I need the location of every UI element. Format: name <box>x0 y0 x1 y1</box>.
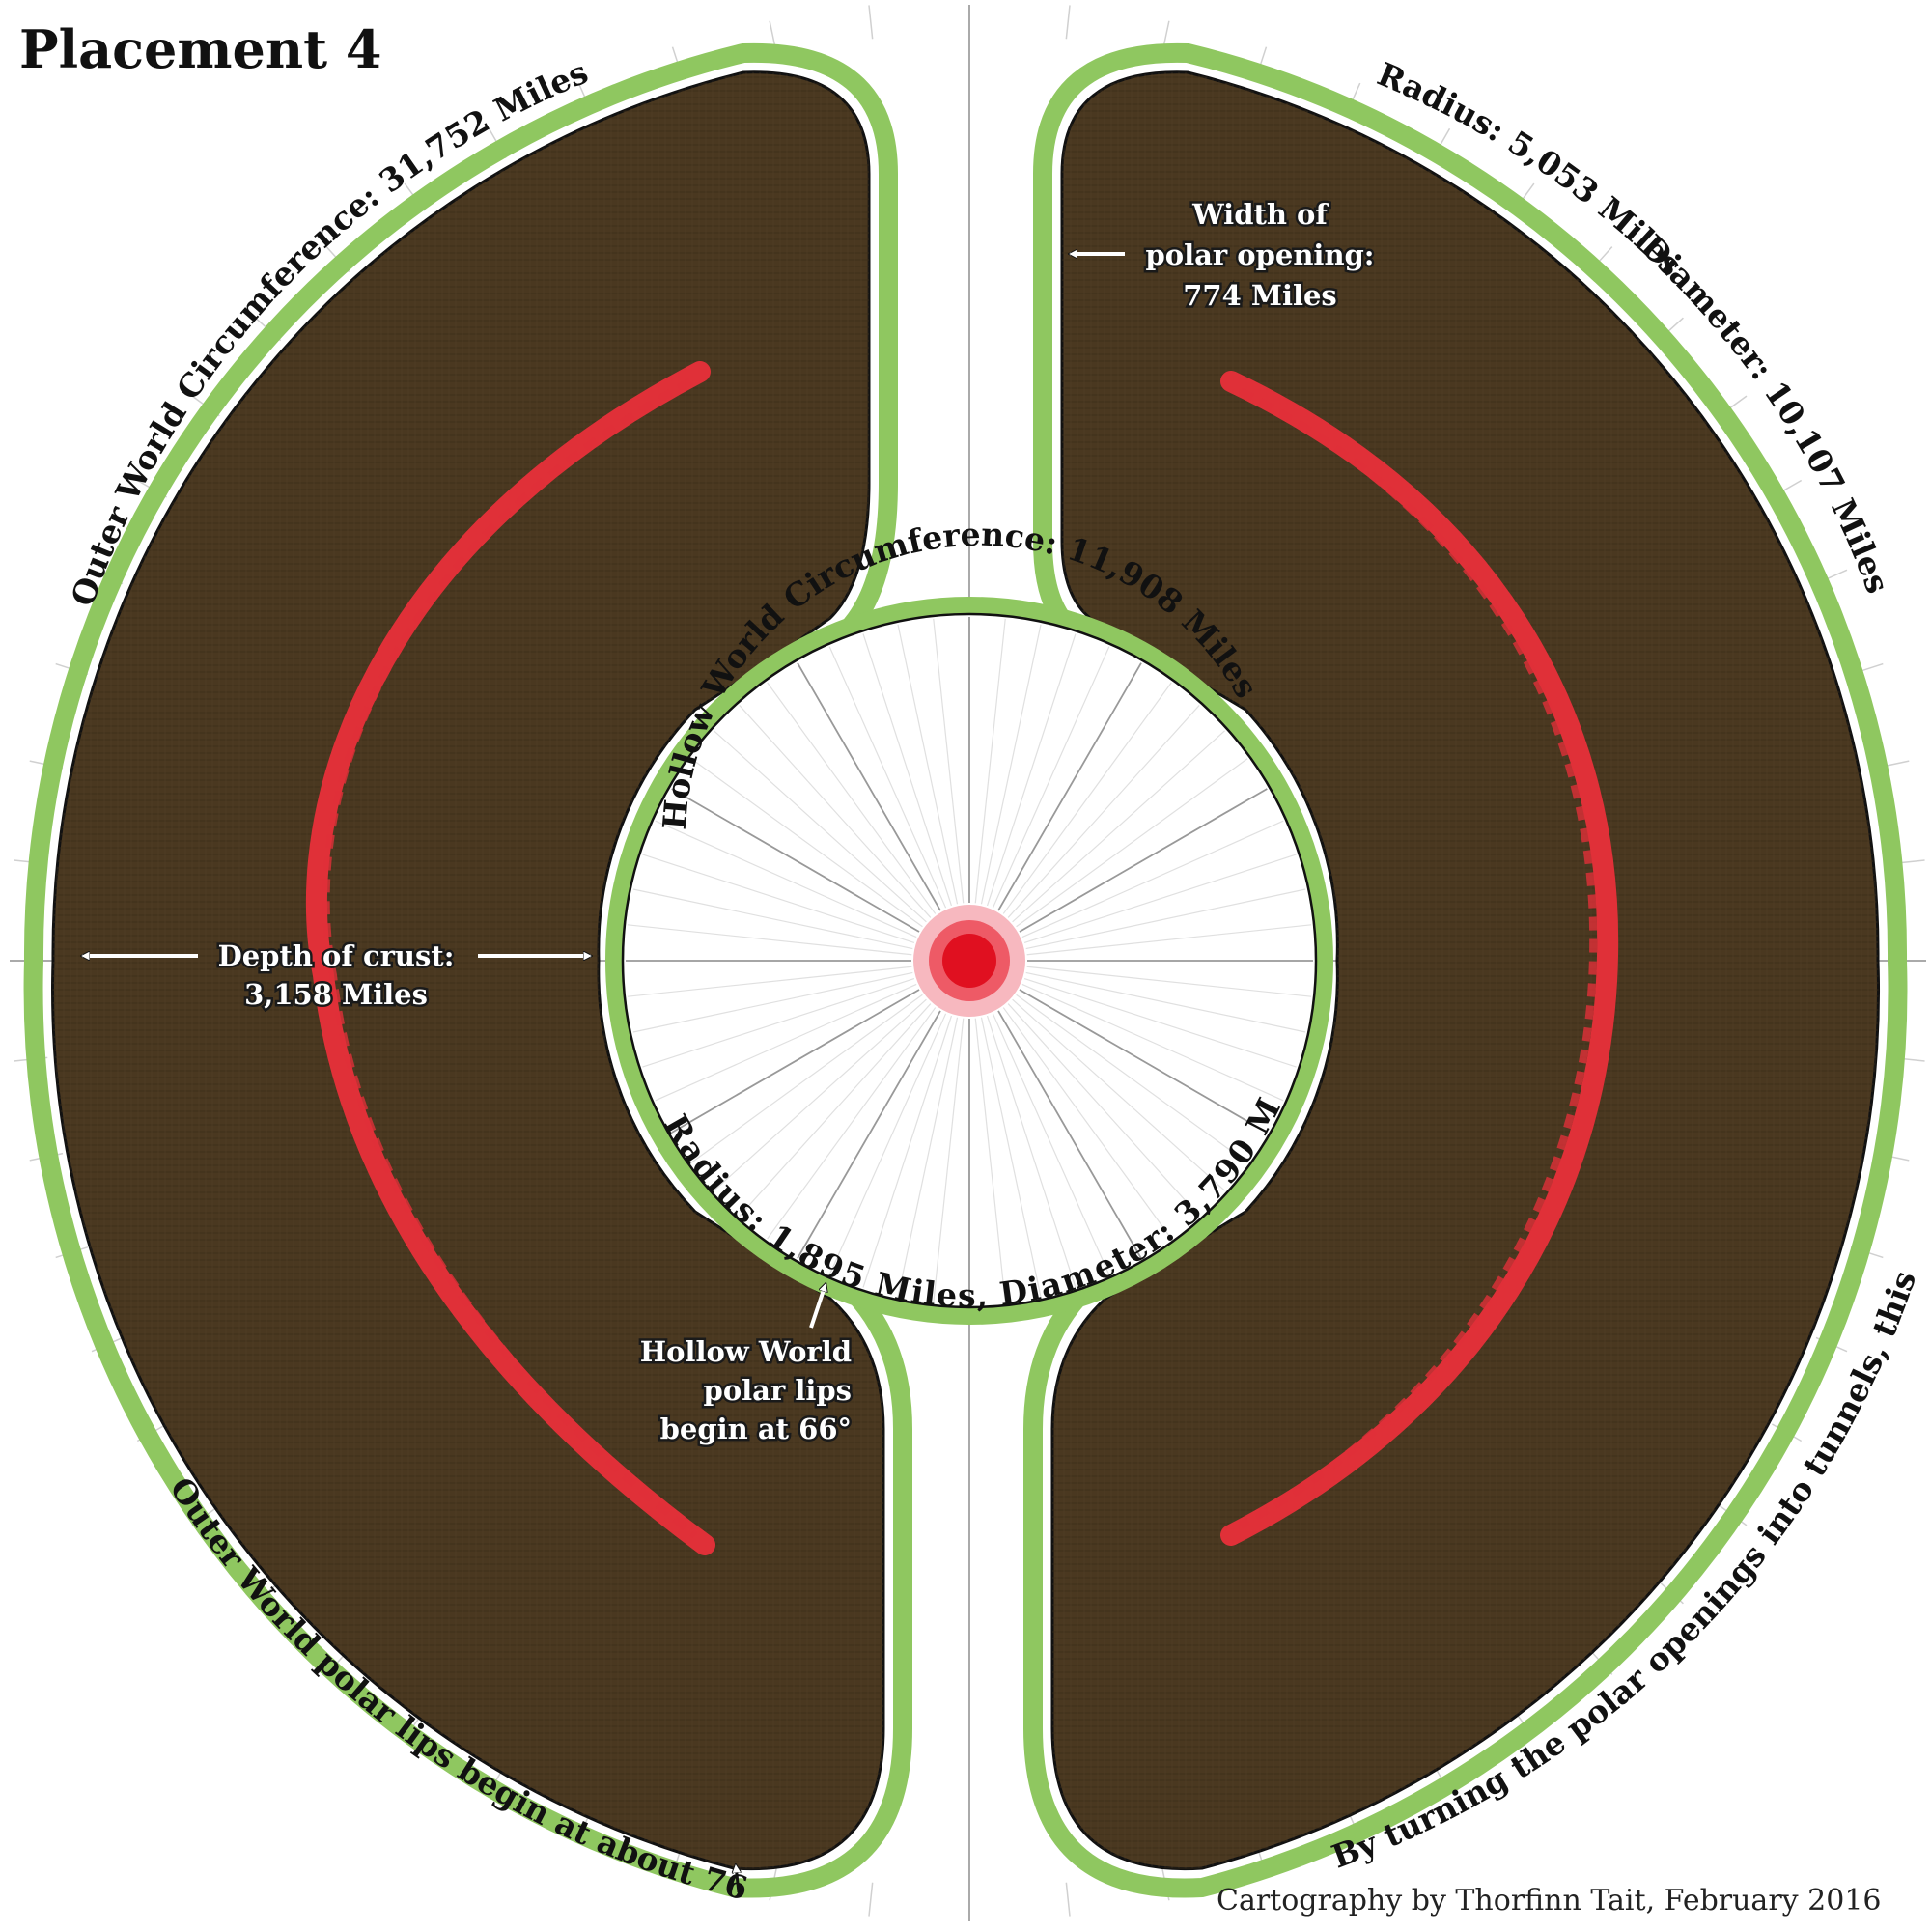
interior-spoke <box>986 1015 1077 1288</box>
hollow-world-rim <box>605 597 1333 1325</box>
interior-spoke <box>1025 971 1306 1033</box>
interior-spoke <box>655 820 917 938</box>
interior-spoke <box>1016 758 1248 928</box>
width-line-1: Width of <box>1191 198 1329 231</box>
interior-spoke <box>897 1017 959 1298</box>
hollow-interior-spokes <box>626 617 1313 1304</box>
interior-spoke <box>671 788 920 933</box>
interior-spoke <box>897 624 959 905</box>
interior-spoke <box>655 983 917 1102</box>
interior-spoke <box>1012 730 1225 923</box>
interior-spoke <box>974 618 1006 904</box>
interior-spoke <box>986 633 1077 907</box>
interior-spoke <box>980 1017 1042 1298</box>
hollow-world-outline <box>621 612 1318 1309</box>
width-line-2: polar opening: <box>1145 238 1374 271</box>
interior-spoke <box>1007 705 1200 918</box>
interior-spoke <box>828 646 947 909</box>
left-red-band-edge <box>322 378 698 1539</box>
right-red-band <box>1220 371 1619 1546</box>
interior-spoke <box>1026 924 1312 956</box>
width-line-3: 774 Miles <box>1183 279 1337 312</box>
interior-spoke <box>690 758 923 928</box>
interior-spoke <box>671 989 920 1134</box>
depth-line-2: 3,158 Miles <box>244 978 428 1011</box>
interior-spoke <box>1023 977 1297 1068</box>
interior-spoke <box>690 994 923 1163</box>
guide-tick <box>1065 1882 1071 1917</box>
guide-tick <box>868 5 874 40</box>
interior-spoke <box>1012 998 1225 1191</box>
interior-spoke <box>1026 966 1312 997</box>
interior-spoke <box>739 1003 932 1217</box>
interior-spoke <box>797 662 941 911</box>
hollow-lips-arrow <box>809 1284 826 1329</box>
hollow-lips-line-2: polar lips <box>704 1374 852 1407</box>
interior-spoke <box>797 1010 941 1259</box>
guide-tick <box>1065 5 1071 40</box>
interior-spoke <box>714 730 927 923</box>
interior-spoke <box>862 1015 953 1288</box>
interior-spoke <box>632 971 913 1033</box>
interior-spoke <box>1019 989 1268 1134</box>
interior-spoke <box>1021 983 1284 1102</box>
credit-line: Cartography by Thorfinn Tait, February 2… <box>1217 1884 1882 1918</box>
interior-spoke <box>828 1013 947 1275</box>
interior-spoke <box>997 662 1142 911</box>
interior-spoke <box>632 888 913 950</box>
interior-spoke <box>1023 854 1297 944</box>
hollow-lips-line-3: begin at 66° <box>660 1413 852 1445</box>
right-red-band-edge <box>1239 387 1598 1529</box>
left-red-band <box>305 361 715 1555</box>
interior-spoke <box>974 1018 1006 1303</box>
hollow-lips-line-1: Hollow World <box>640 1335 852 1368</box>
interior-spoke <box>1016 994 1248 1163</box>
interior-spoke <box>627 966 912 997</box>
interior-spoke <box>714 998 927 1191</box>
depth-of-crust-callout: Depth of crust: 3,158 Miles <box>82 938 591 1014</box>
page-title: Placement 4 <box>19 18 381 80</box>
interior-spoke <box>862 633 953 907</box>
interior-spoke <box>992 1013 1110 1275</box>
interior-spoke <box>1019 788 1268 933</box>
interior-spoke <box>627 924 912 956</box>
interior-spoke <box>997 1010 1142 1259</box>
right-crust-weave <box>1052 71 1879 1869</box>
hollow-lips-callout: Hollow World polar lips begin at 66° <box>637 1284 854 1448</box>
interior-spoke <box>642 977 915 1068</box>
outer-lips-arrow <box>736 1865 739 1893</box>
interior-spoke <box>1002 1007 1172 1240</box>
interior-spoke <box>739 705 932 918</box>
interior-spoke <box>767 682 937 914</box>
width-of-opening-callout: Width of polar opening: 774 Miles <box>1070 196 1377 315</box>
interior-spoke <box>1007 1003 1200 1217</box>
left-crust-weave <box>52 71 883 1869</box>
interior-spoke <box>980 624 1042 905</box>
depth-line-1: Depth of crust: <box>218 939 455 972</box>
interior-spoke <box>1025 888 1306 950</box>
interior-spoke <box>933 1018 965 1303</box>
interior-spoke <box>992 646 1110 909</box>
interior-spoke <box>642 854 915 944</box>
interior-spoke <box>1002 682 1172 914</box>
interior-spoke <box>767 1007 937 1240</box>
core <box>942 934 996 988</box>
interior-spoke <box>1021 820 1284 938</box>
guide-tick <box>868 1882 874 1917</box>
interior-spoke <box>933 618 965 904</box>
